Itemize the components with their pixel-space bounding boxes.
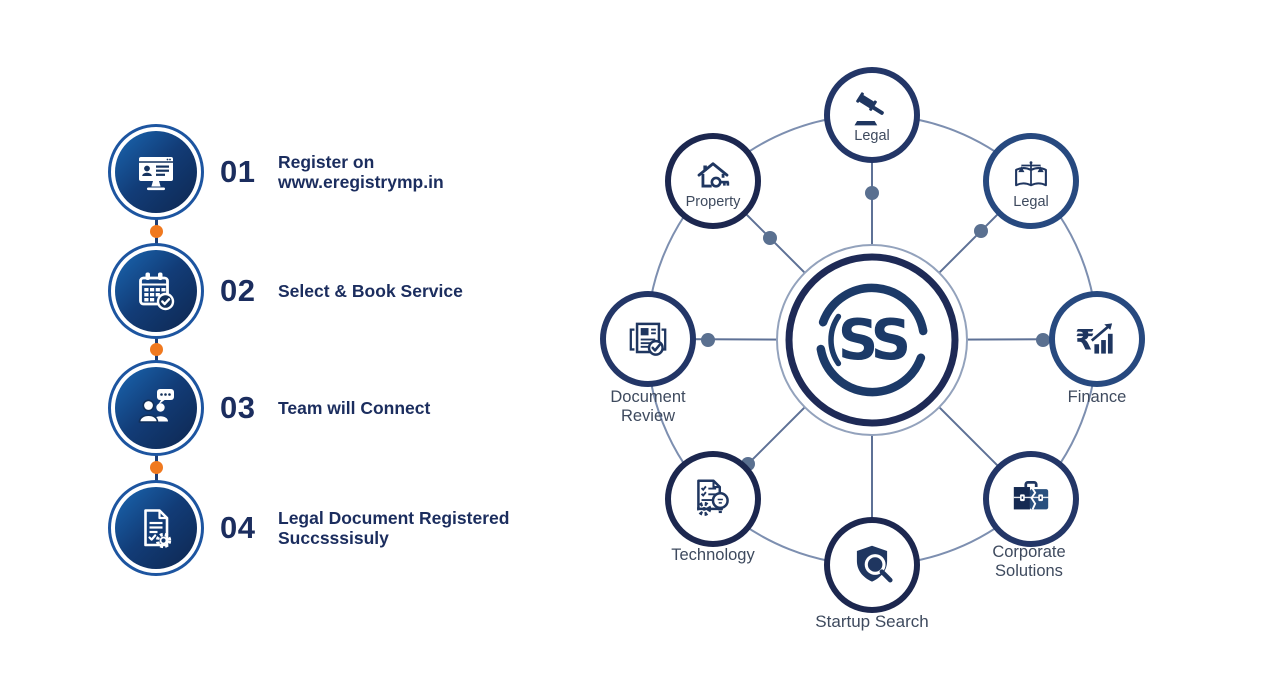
hub-node-legal-gavel: Legal <box>824 67 920 163</box>
hub-node-corporate-solutions <box>983 451 1079 547</box>
hub-node-document-review <box>600 291 696 387</box>
step-number: 04 <box>220 510 256 545</box>
step-row-1: 01 Register on www.eregistrymp.in <box>108 124 444 220</box>
hub-node-technology <box>665 451 761 547</box>
hub-node-label: Corporate Solutions <box>992 543 1066 581</box>
house-key-icon <box>697 162 730 188</box>
step-row-4: 04 Legal Document Registered Succsssisul… <box>108 480 509 576</box>
orange-connector-dot <box>150 343 163 356</box>
hub-navy-ring <box>785 253 959 427</box>
register-monitor-icon <box>139 157 173 191</box>
orange-connector-dot <box>150 225 163 238</box>
document-review-icon <box>629 322 667 356</box>
hub-node-finance: ₹ <box>1049 291 1145 387</box>
hub-node-label: Startup Search <box>815 612 929 631</box>
briefcase-icon <box>1013 480 1049 510</box>
step-title: Register on www.eregistrymp.in <box>278 151 444 192</box>
team-connect-icon <box>138 389 174 423</box>
ss-logo: SS <box>837 307 911 373</box>
shield-search-icon <box>856 545 893 583</box>
hub-node-label: Technology <box>671 546 755 564</box>
step-number: 03 <box>220 390 256 425</box>
rupee-growth-icon: ₹ <box>1075 323 1113 356</box>
hub-node-label: Document Review <box>610 388 686 426</box>
step-title: Team will Connect <box>278 397 431 418</box>
step-title: Legal Document Registered Succsssisuly <box>278 507 510 548</box>
hub-node-startup-search <box>824 517 920 613</box>
step-title: Select & Book Service <box>278 280 463 301</box>
orange-connector-dot <box>150 461 163 474</box>
step-circle <box>108 360 204 456</box>
document-registered-icon <box>144 509 172 549</box>
gavel-icon <box>854 92 884 126</box>
step-circle <box>108 480 204 576</box>
step-number: 01 <box>220 154 256 189</box>
logo-swoosh <box>816 283 928 397</box>
hub-node-legal-book: Legal <box>983 133 1079 229</box>
step-number: 02 <box>220 273 256 308</box>
step-row-2: 02 Select & Book Service <box>108 243 463 339</box>
hub-node-label: Legal <box>854 127 890 144</box>
svg-text:₹: ₹ <box>1075 323 1095 356</box>
step-circle <box>108 124 204 220</box>
hub-node-property: Property <box>665 133 761 229</box>
services-hub-diagram: SS Legal <box>540 0 1280 695</box>
tech-checklist-icon <box>697 479 729 516</box>
hub-node-label: Legal <box>1013 193 1049 210</box>
step-row-3: 03 Team will Connect <box>108 360 430 456</box>
registration-steps-panel: 01 Register on www.eregistrymp.in <box>0 0 540 695</box>
law-book-scales-icon <box>1015 161 1047 186</box>
step-circle <box>108 243 204 339</box>
hub-node-label: Finance <box>1067 388 1127 406</box>
calendar-booking-icon <box>139 272 175 311</box>
hub-node-label: Property <box>685 193 741 210</box>
